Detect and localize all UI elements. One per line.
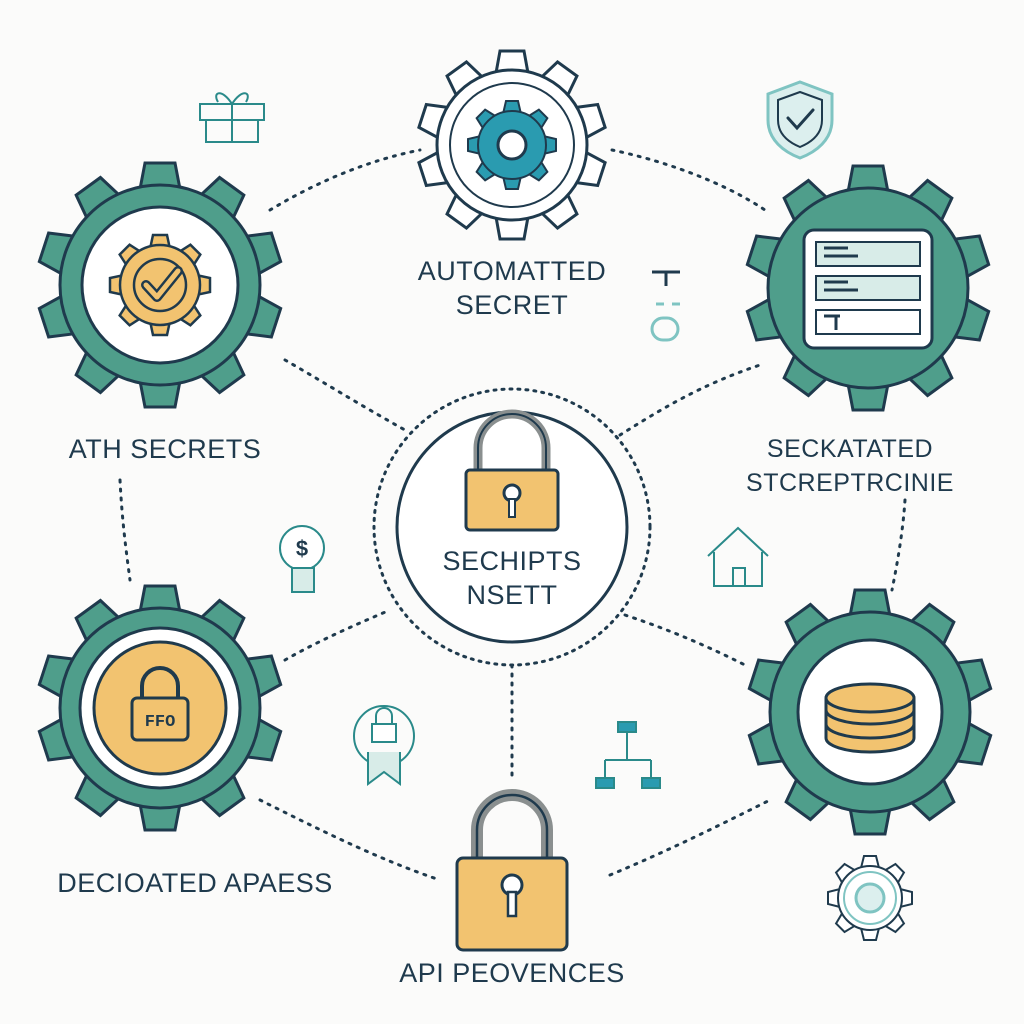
center-line2: NSETT xyxy=(466,580,558,610)
center-lock-icon xyxy=(464,409,560,532)
bottom-lock-icon xyxy=(455,789,569,952)
lock-ribbon-icon xyxy=(353,705,415,786)
gift-icon xyxy=(199,92,265,143)
org-chart-icon xyxy=(595,721,661,789)
check-gear-icon xyxy=(108,233,212,337)
bottom-left-gear-icon xyxy=(37,584,283,832)
right-gear-icon xyxy=(745,164,991,412)
center-hub xyxy=(372,387,652,667)
top-node-line1: AUTOMATTED xyxy=(417,256,607,286)
coin-stack-icon xyxy=(824,682,916,754)
left-node-label: ATH SECRETS xyxy=(68,434,262,464)
right-node-line1: SECKATATED xyxy=(766,435,934,463)
right-node-label: SECKATATED STCREPTRCINIE xyxy=(700,432,1000,500)
right-node-line2: STCREPTRCINIE xyxy=(746,469,954,497)
outline-gear-icon xyxy=(827,855,913,941)
svg-text:$: $ xyxy=(296,536,308,561)
top-node-label: AUTOMATTED SECRET xyxy=(382,254,642,322)
top-node-line2: SECRET xyxy=(455,290,569,320)
dotted-connectors xyxy=(118,148,907,882)
center-label: SECHIPTS NSETT xyxy=(412,544,612,612)
house-icon xyxy=(707,526,769,587)
bottom-left-node-label: DECIOATED APAESS xyxy=(57,868,333,898)
left-gear-icon xyxy=(37,161,283,409)
server-list-icon xyxy=(802,228,934,350)
dollar-bulb-icon: $ xyxy=(279,525,325,593)
badge-lock-icon xyxy=(130,666,190,742)
badge-text: FFO xyxy=(145,713,176,732)
key-glyph-icon xyxy=(650,270,680,342)
center-line1: SECHIPTS xyxy=(442,546,582,576)
shield-check-icon xyxy=(766,80,834,160)
top-gear-icon xyxy=(417,49,607,241)
bottom-node-label: API PEOVENCES xyxy=(399,958,625,988)
bottom-right-gear-icon xyxy=(747,588,993,836)
